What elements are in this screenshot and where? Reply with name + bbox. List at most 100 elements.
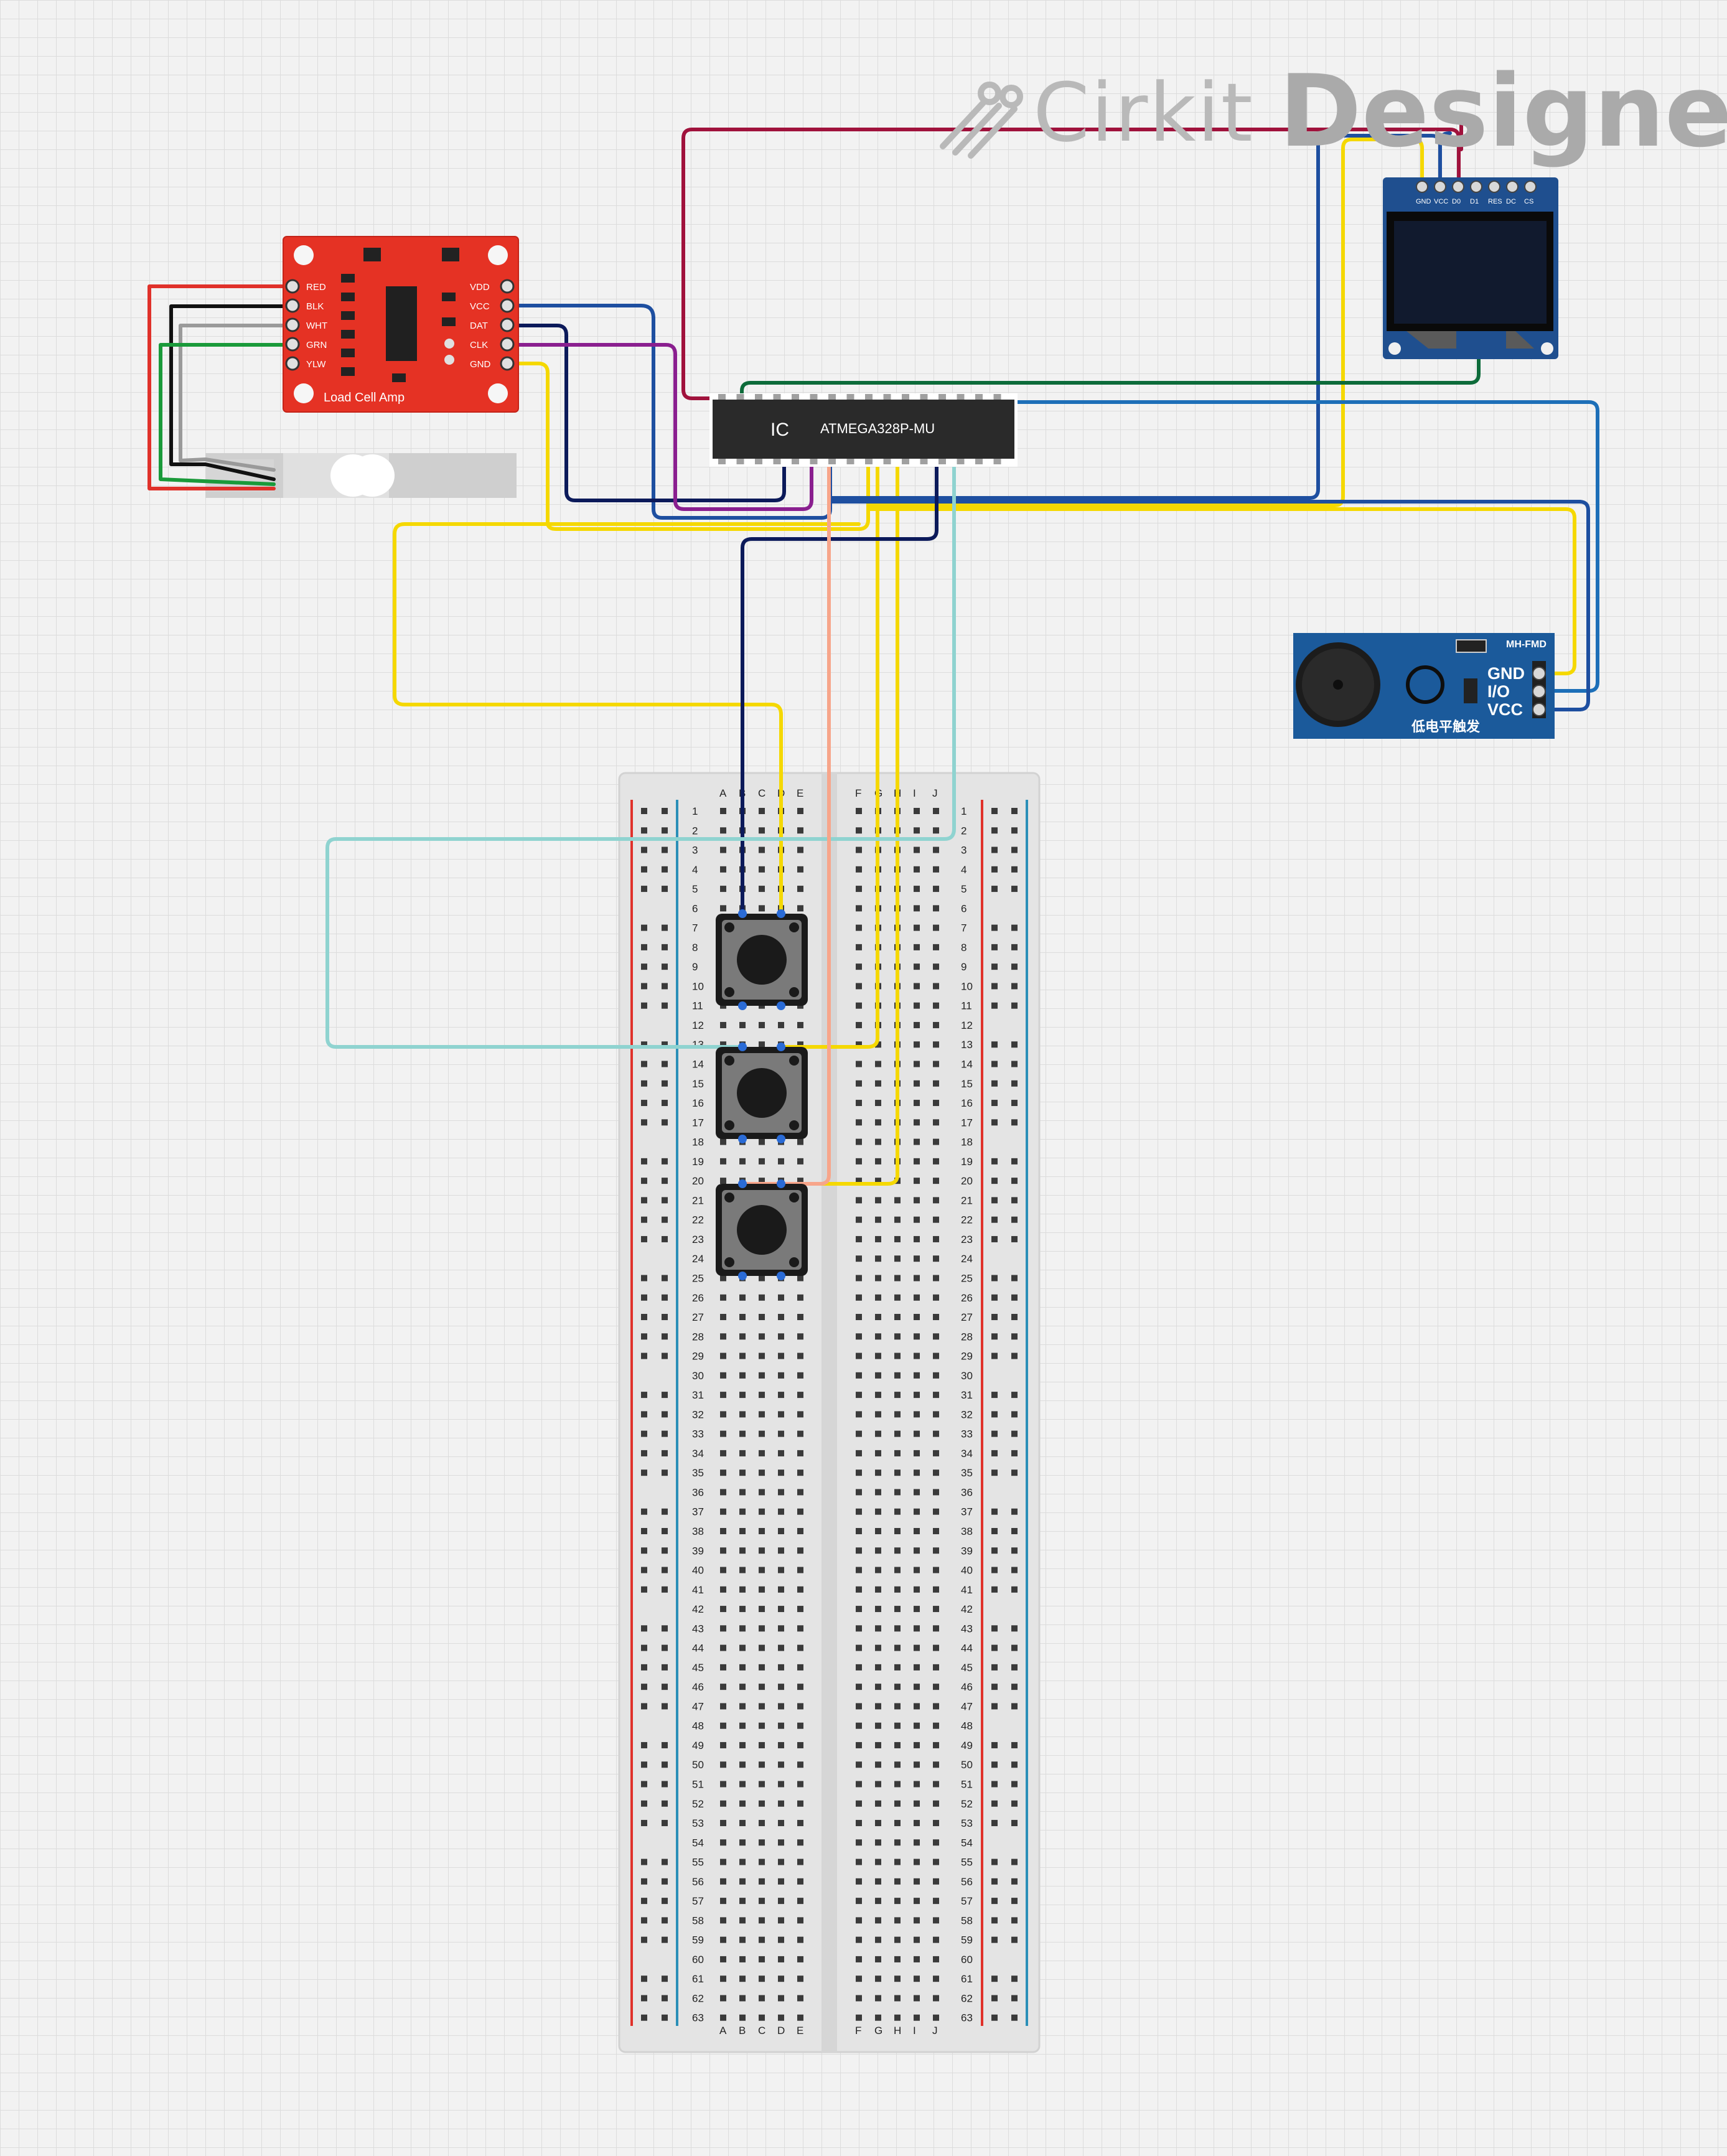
breadboard-hole[interactable] bbox=[894, 1430, 901, 1437]
ic-pin[interactable] bbox=[846, 459, 854, 464]
buzzer-pin-gnd[interactable] bbox=[1532, 667, 1546, 680]
breadboard-hole[interactable] bbox=[914, 866, 920, 873]
rail-hole[interactable] bbox=[662, 1858, 668, 1865]
breadboard-hole[interactable] bbox=[914, 1216, 920, 1223]
breadboard-hole[interactable] bbox=[933, 1314, 939, 1321]
breadboard-hole[interactable] bbox=[875, 1430, 881, 1437]
breadboard-hole[interactable] bbox=[914, 1372, 920, 1379]
ic-pin[interactable] bbox=[810, 459, 818, 464]
breadboard-hole[interactable] bbox=[778, 2014, 784, 2021]
breadboard-hole[interactable] bbox=[894, 1586, 901, 1593]
breadboard-hole[interactable] bbox=[914, 963, 920, 970]
breadboard-hole[interactable] bbox=[797, 2014, 803, 2021]
rail-hole[interactable] bbox=[641, 827, 647, 834]
breadboard-hole[interactable] bbox=[720, 1839, 726, 1846]
breadboard-hole[interactable] bbox=[914, 1722, 920, 1729]
rail-hole[interactable] bbox=[641, 1995, 647, 2002]
breadboard-hole[interactable] bbox=[778, 1878, 784, 1885]
breadboard-hole[interactable] bbox=[759, 1158, 765, 1165]
rail-hole[interactable] bbox=[991, 1684, 998, 1690]
breadboard-hole[interactable] bbox=[894, 1917, 901, 1924]
breadboard-hole[interactable] bbox=[856, 1100, 862, 1107]
breadboard-hole[interactable] bbox=[797, 1625, 803, 1632]
breadboard-hole[interactable] bbox=[720, 1858, 726, 1865]
amp-pin-blk[interactable] bbox=[285, 298, 300, 313]
breadboard-hole[interactable] bbox=[778, 1898, 784, 1905]
rail-hole[interactable] bbox=[991, 1450, 998, 1456]
rail-hole[interactable] bbox=[641, 2014, 647, 2021]
breadboard-hole[interactable] bbox=[914, 846, 920, 853]
pushbutton-3[interactable] bbox=[716, 1179, 808, 1280]
breadboard-hole[interactable] bbox=[856, 1606, 862, 1613]
breadboard-hole[interactable] bbox=[720, 1178, 726, 1184]
breadboard-hole[interactable] bbox=[759, 1703, 765, 1710]
breadboard-hole[interactable] bbox=[894, 1216, 901, 1223]
rail-hole[interactable] bbox=[662, 1061, 668, 1067]
rail-hole[interactable] bbox=[641, 1411, 647, 1418]
breadboard-hole[interactable] bbox=[933, 1858, 939, 1865]
breadboard-hole[interactable] bbox=[856, 2014, 862, 2021]
breadboard-hole[interactable] bbox=[856, 1625, 862, 1632]
amp-pin-dat[interactable] bbox=[500, 317, 515, 332]
rail-hole[interactable] bbox=[662, 866, 668, 873]
ic-pin[interactable] bbox=[957, 394, 965, 400]
breadboard-hole[interactable] bbox=[739, 1684, 746, 1690]
breadboard-hole[interactable] bbox=[759, 1392, 765, 1399]
breadboard-hole[interactable] bbox=[933, 1100, 939, 1107]
atmega328p-chip[interactable]: IC ATMEGA328P-MU bbox=[709, 393, 1018, 467]
breadboard-hole[interactable] bbox=[720, 1761, 726, 1768]
breadboard-hole[interactable] bbox=[856, 1294, 862, 1301]
breadboard-hole[interactable] bbox=[875, 1100, 881, 1107]
rail-hole[interactable] bbox=[1011, 924, 1018, 931]
breadboard-hole[interactable] bbox=[933, 1567, 939, 1573]
breadboard-hole[interactable] bbox=[856, 983, 862, 990]
breadboard-hole[interactable] bbox=[759, 1917, 765, 1924]
rail-hole[interactable] bbox=[641, 1080, 647, 1087]
breadboard-hole[interactable] bbox=[933, 1294, 939, 1301]
wire-oled-vcc-blue2[interactable] bbox=[1438, 131, 1452, 189]
breadboard-hole[interactable] bbox=[875, 1995, 881, 2002]
breadboard-hole[interactable] bbox=[739, 1158, 746, 1165]
breadboard-hole[interactable] bbox=[778, 1995, 784, 2002]
rail-hole[interactable] bbox=[991, 1644, 998, 1651]
breadboard-hole[interactable] bbox=[933, 1722, 939, 1729]
breadboard-hole[interactable] bbox=[875, 1119, 881, 1126]
breadboard-hole[interactable] bbox=[914, 905, 920, 912]
breadboard-hole[interactable] bbox=[739, 1372, 746, 1379]
breadboard-hole[interactable] bbox=[778, 1722, 784, 1729]
breadboard-hole[interactable] bbox=[875, 1741, 881, 1748]
rail-hole[interactable] bbox=[641, 944, 647, 950]
breadboard-hole[interactable] bbox=[875, 1898, 881, 1905]
breadboard-hole[interactable] bbox=[759, 1294, 765, 1301]
breadboard-hole[interactable] bbox=[797, 1858, 803, 1865]
breadboard-hole[interactable] bbox=[759, 1976, 765, 1982]
rail-hole[interactable] bbox=[1011, 1741, 1018, 1748]
wire-mcu-teal-button2[interactable] bbox=[325, 460, 956, 1049]
amp-pin-grn[interactable] bbox=[285, 337, 300, 352]
breadboard-hole[interactable] bbox=[914, 1976, 920, 1982]
breadboard-hole[interactable] bbox=[933, 1547, 939, 1554]
breadboard-hole[interactable] bbox=[759, 1839, 765, 1846]
breadboard-hole[interactable] bbox=[894, 2014, 901, 2021]
breadboard-hole[interactable] bbox=[759, 808, 765, 814]
breadboard-hole[interactable] bbox=[894, 1956, 901, 1962]
rail-hole[interactable] bbox=[662, 1995, 668, 2002]
breadboard-hole[interactable] bbox=[759, 1041, 765, 1048]
breadboard-hole[interactable] bbox=[914, 983, 920, 990]
ic-pin[interactable] bbox=[755, 459, 762, 464]
oled-pin-res[interactable] bbox=[1488, 180, 1500, 193]
rail-hole[interactable] bbox=[662, 1898, 668, 1905]
rail-hole[interactable] bbox=[641, 983, 647, 990]
breadboard-hole[interactable] bbox=[759, 1275, 765, 1282]
breadboard-hole[interactable] bbox=[875, 1275, 881, 1282]
ic-pin[interactable] bbox=[957, 459, 965, 464]
breadboard-hole[interactable] bbox=[797, 1392, 803, 1399]
breadboard-hole[interactable] bbox=[797, 1411, 803, 1418]
rail-hole[interactable] bbox=[1011, 944, 1018, 950]
breadboard-hole[interactable] bbox=[914, 1625, 920, 1632]
breadboard-hole[interactable] bbox=[933, 1275, 939, 1282]
breadboard-hole[interactable] bbox=[759, 886, 765, 893]
breadboard-hole[interactable] bbox=[894, 1703, 901, 1710]
wire-amp-dat-navy[interactable] bbox=[507, 324, 786, 502]
breadboard-hole[interactable] bbox=[933, 1041, 939, 1048]
